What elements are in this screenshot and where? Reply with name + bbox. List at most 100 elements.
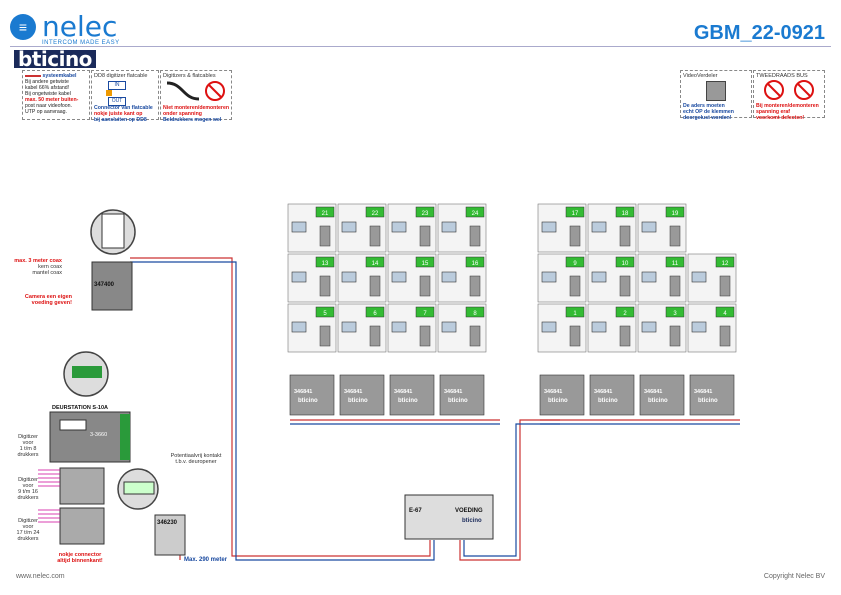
apartment-connector (619, 325, 631, 347)
flatcable-wire (166, 81, 200, 101)
converter-body (91, 261, 133, 311)
note-digitizers-title: Digitizers & flatcables (163, 73, 216, 79)
magnifier-door-terminal (72, 366, 102, 378)
distributor-model: 346841 (644, 389, 662, 395)
apartment-connector (669, 275, 681, 297)
digitizer-2-label: Digitizer voor 9 t/m 16 drukkers (16, 477, 40, 501)
distributor-body (589, 374, 635, 416)
distributors-right: 346841bticino346841bticino346841bticino3… (539, 374, 735, 416)
distributor-model: 346841 (344, 389, 362, 395)
apartment-terminal (715, 306, 735, 318)
videophone-icon (341, 221, 357, 233)
digitizer-2-line-3: 9 t/m 16 (18, 489, 38, 495)
distributor-brand: bticino (548, 398, 568, 404)
note-cable-line-2: Bij andere getwiste (25, 79, 69, 85)
note-cable-line-7: UTP op aanvraag. (25, 109, 68, 115)
prohibited-slash (767, 83, 781, 97)
distributor-body (339, 374, 385, 416)
bus-cable-right (459, 419, 560, 561)
bticino-logo-text: bticino (18, 47, 92, 71)
note-videoverdeler-line-3: doorgelust worden! (683, 115, 732, 121)
note-cable-line-3: kabel 66% afstand! (25, 85, 70, 91)
distributor-brand: bticino (698, 398, 718, 404)
bus-cable-red (130, 257, 431, 557)
videoverdeler-icon (706, 81, 726, 101)
dd8-in-label: IN (108, 81, 126, 90)
bus-cables (130, 257, 740, 561)
apartment-terminal (465, 206, 485, 218)
apartment-terminal (615, 306, 635, 318)
apartment-terminal (665, 206, 685, 218)
prohibited-slash (797, 83, 811, 97)
apartment-terminal (615, 206, 635, 218)
nokje-note-2: altijd binnenkant! (57, 558, 103, 564)
apartment-number: 6 (373, 311, 377, 317)
note-cable-line-1: systeemkabel (25, 73, 87, 79)
note-digitizers: Digitizers & flatcables Niet monteren/de… (160, 70, 232, 123)
digitizer-2-body (59, 507, 105, 545)
distributor-model: 346841 (394, 389, 412, 395)
note-dd8-line-2: nokje juiste kant op (94, 111, 143, 117)
digitizer-1-line-3: 1 t/m 8 (19, 446, 37, 452)
apartment-number: 12 (722, 261, 729, 267)
apartment-connector (569, 275, 581, 297)
videophone-icon (391, 271, 407, 283)
apartment-connector (469, 275, 481, 297)
apartment-terminal (415, 256, 435, 268)
brand-name: nelec (42, 10, 118, 43)
distributor-body (289, 374, 335, 416)
digitizer-3-label: Digitizer voor 17 t/m 24 drukkers (16, 518, 40, 542)
door-station-display (59, 419, 87, 431)
distributor-brand: bticino (448, 398, 468, 404)
note-digitizers-line-1: Niet monteren/demonteren (163, 105, 230, 111)
apartment-terminal (465, 306, 485, 318)
power-label: VOEDING (455, 508, 483, 514)
apartment-terminal (415, 206, 435, 218)
note-bus-title: TWEEDRAADS BUS (756, 73, 808, 79)
videophone-icon (641, 221, 657, 233)
videophone-icon (591, 221, 607, 233)
apartment-connector (369, 225, 381, 247)
apartment-number: 9 (573, 261, 577, 267)
note-videoverdeler-title: VideoVerdeler (683, 73, 718, 79)
apartment-connector (319, 275, 331, 297)
apartment-terminal (565, 206, 585, 218)
digitizer-3-line-4: drukkers (17, 536, 39, 542)
apartment-number: 11 (672, 261, 679, 267)
digitizer-2-line-4: drukkers (17, 495, 39, 501)
footer-website[interactable]: www.nelec.com (16, 573, 65, 580)
videophone-icon (691, 321, 707, 333)
note-bus-line-3: voorkomt defecten! (756, 115, 805, 121)
relay-model: 346230 (157, 520, 178, 526)
videophone-icon (541, 271, 557, 283)
digitizer-1-line-2: voor (22, 440, 34, 446)
relay-note-1: Potentiaalvrij kontakt (170, 453, 222, 459)
apartment-terminal (315, 256, 335, 268)
note-dd8-line-3: bij aansluiten op DD8 (94, 117, 147, 123)
dd8-out-label: OUT (108, 97, 126, 106)
coax-note-2: kern coax (38, 264, 62, 270)
camera-note-2: voeding geven! (31, 300, 72, 306)
videophone-icon (441, 271, 457, 283)
apartment-connector (319, 325, 331, 347)
max-distance: Max. 290 meter (184, 557, 228, 563)
note-dd8: DD8 digitizer flatcable IN OUT Connector… (91, 70, 159, 123)
videophone-icon (391, 321, 407, 333)
apartment-number: 3 (673, 311, 677, 317)
distributor-model: 346841 (594, 389, 612, 395)
note-bus-line-1: Bij monteren/demonteren (756, 103, 819, 109)
apartment-terminal (365, 306, 385, 318)
note-cable-line-4: Bij ongetwiste kabel (25, 91, 71, 97)
apartment-terminal (615, 256, 635, 268)
apartment-number: 1 (573, 311, 577, 317)
distributor-brand: bticino (598, 398, 618, 404)
coax-note-1: max. 3 meter coax (14, 258, 62, 264)
videophone-icon (591, 271, 607, 283)
apartment-number: 24 (472, 211, 479, 217)
apartment-terminal (565, 256, 585, 268)
relay-note-2: t.b.v. deuropener (175, 459, 217, 465)
magnifier-relay-terminal (123, 481, 155, 495)
videophone-icon (441, 321, 457, 333)
note-bus-line-2: spanning eraf (756, 109, 791, 115)
